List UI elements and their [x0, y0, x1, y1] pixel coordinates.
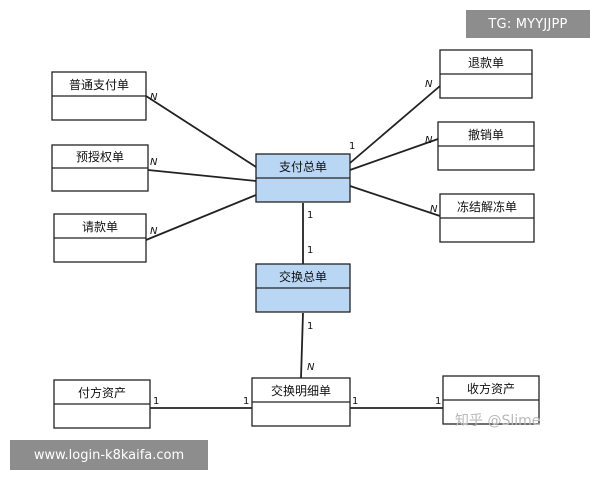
line-request [145, 194, 257, 241]
label-1-payment-right: 1 [349, 141, 355, 152]
label-n-request: N [150, 226, 158, 237]
label-n-freeze: N [430, 204, 438, 215]
line-cancel [349, 138, 439, 171]
line-pre-auth [147, 169, 257, 182]
line-exchange-detail [300, 312, 304, 379]
box-receive-asset: 收方资产 [442, 375, 540, 425]
label-n-pre-auth: N [150, 157, 158, 168]
label-1-detail-left: 1 [243, 396, 249, 407]
box-pre-auth: 预授权单 [51, 144, 149, 192]
box-exchange-total-title: 交换总单 [279, 269, 327, 284]
box-receive-asset-title: 收方资产 [467, 381, 515, 396]
top-tag: TG: MYYJJPP [466, 10, 590, 38]
box-pre-auth-title: 预授权单 [76, 149, 124, 164]
box-normal-pay: 普通支付单 [51, 71, 147, 121]
bottom-tag: www.login-k8kaifa.com [10, 440, 208, 470]
box-freeze: 冻结解冻单 [439, 193, 535, 243]
line-freeze [349, 185, 441, 217]
box-payment-total: 支付总单 [255, 153, 351, 203]
line-normal-pay [145, 95, 257, 168]
label-1-pay-asset: 1 [153, 396, 159, 407]
box-refund-title: 退款单 [468, 56, 504, 70]
watermark: 知乎 @Slime [455, 413, 541, 429]
label-1-payment-bottom: 1 [307, 210, 313, 221]
box-freeze-title: 冻结解冻单 [457, 199, 517, 214]
box-exchange-detail: 交换明细单 [251, 377, 351, 427]
entity-boxes: 普通支付单 预授权单 请款单 支付总单 交换总单 [51, 49, 540, 429]
box-cancel: 撤销单 [437, 121, 535, 171]
box-pay-asset-title: 付方资产 [78, 385, 126, 400]
box-request: 请款单 [53, 213, 147, 263]
label-n-refund: N [425, 79, 433, 90]
multiplicity-labels: N N N 1 N N N 1 1 1 N 1 1 1 1 [150, 79, 441, 407]
label-1-detail-right: 1 [352, 396, 358, 407]
label-1-receive-asset: 1 [435, 396, 441, 407]
connector-lines [145, 85, 443, 409]
line-refund [349, 85, 441, 164]
label-1-exchange-top: 1 [307, 245, 313, 256]
box-pay-asset: 付方资产 [53, 379, 151, 429]
box-request-title: 请款单 [82, 220, 118, 234]
box-refund: 退款单 [439, 49, 533, 99]
label-n-exchange-detail: N [307, 362, 315, 373]
box-normal-pay-title: 普通支付单 [69, 78, 129, 92]
box-exchange-detail-title: 交换明细单 [271, 383, 331, 398]
box-exchange-total: 交换总单 [255, 263, 351, 313]
label-n-normal-pay: N [150, 92, 158, 103]
box-payment-total-title: 支付总单 [279, 160, 327, 174]
label-1-exchange-bottom: 1 [307, 321, 313, 332]
box-cancel-title: 撤销单 [468, 127, 504, 142]
label-n-cancel: N [425, 135, 433, 146]
